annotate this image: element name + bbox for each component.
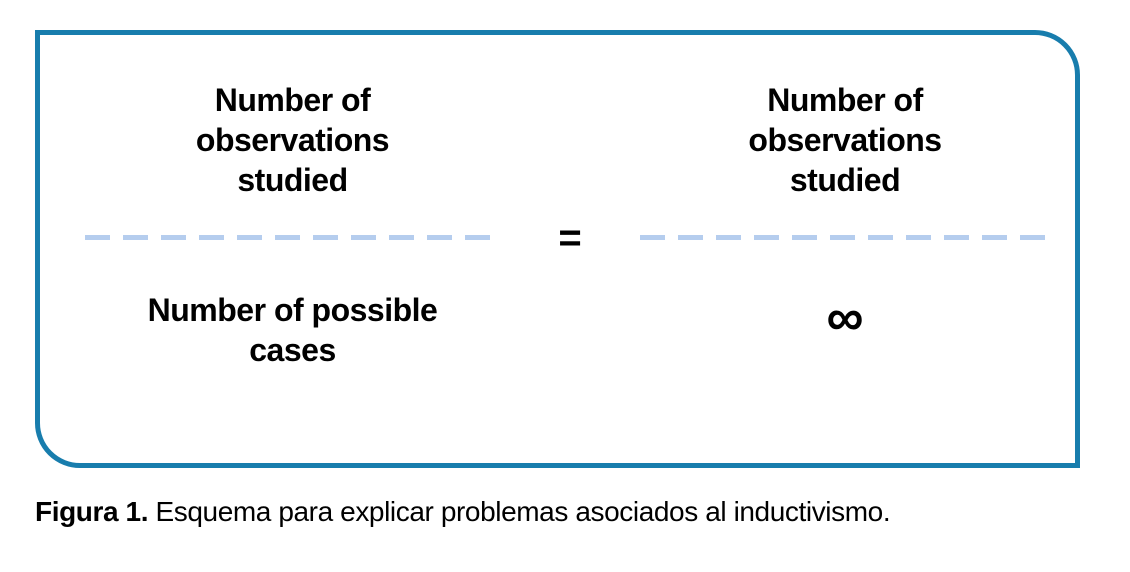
infinity-symbol: ∞ xyxy=(826,289,864,347)
equation-box: Number of observations studied Number of… xyxy=(35,30,1080,468)
right-fraction-numerator: Number of observations studied xyxy=(748,82,942,198)
left-fraction-bar xyxy=(85,235,500,240)
caption-text: Esquema para explicar problemas asociado… xyxy=(148,496,891,527)
equals-sign: = xyxy=(558,215,582,260)
figure-caption: Figura 1. Esquema para explicar problema… xyxy=(35,495,1130,529)
left-fraction-numerator: Number of observations studied xyxy=(195,82,390,198)
caption-label: Figura 1. xyxy=(35,496,149,527)
left-fraction-denominator: Number of possible cases xyxy=(147,292,438,368)
right-fraction-bar xyxy=(640,235,1050,240)
equals-cell: = xyxy=(500,218,640,258)
